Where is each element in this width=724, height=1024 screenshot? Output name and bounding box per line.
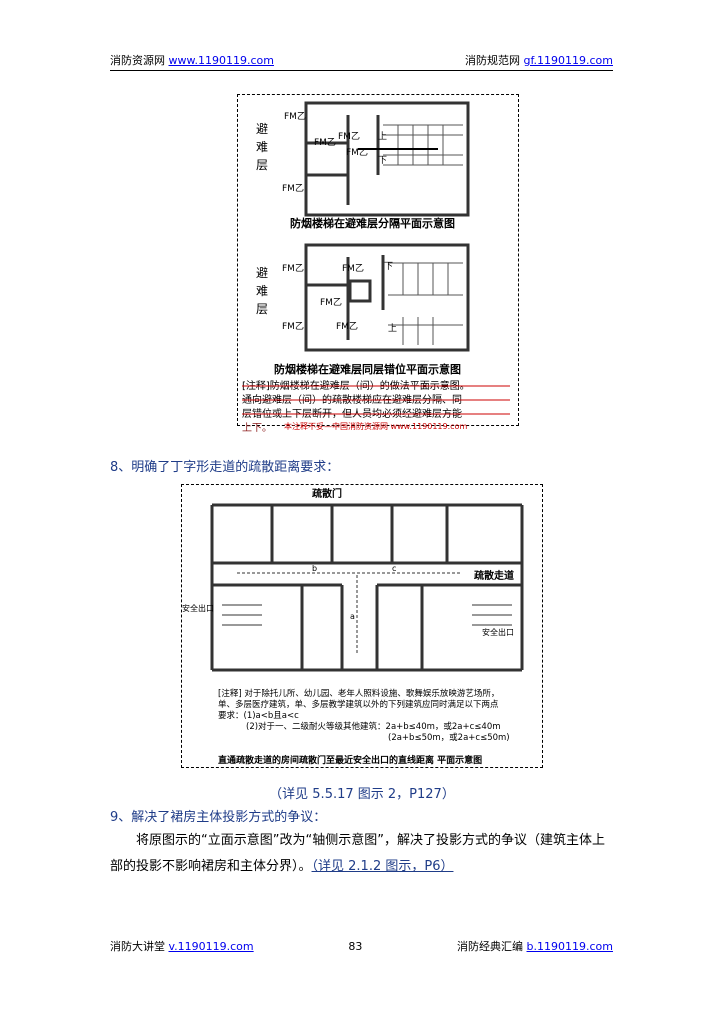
footer-right: 消防经典汇编 b.1190119.com <box>457 938 613 954</box>
t-corridor-drawing: 疏散门 疏散走道 安全出口 安全出口 a b c <box>182 487 524 672</box>
fig2-note-line-2: 单、多层医疗建筑，单、多层教学建筑以外的下列建筑应同时满足以下两点 <box>218 700 499 710</box>
footer-left: 消防大讲堂 v.1190119.com <box>110 938 254 954</box>
header-right-label: 消防规范网 <box>464 54 520 67</box>
refuge-floor-drawing: FM乙 FM乙 FM乙 FM乙 FM乙 上 下 避 难 层 防烟楼梯在避难层分隔… <box>242 101 510 420</box>
fig2-door-label: 疏散门 <box>312 487 342 500</box>
paragraph-text: 将原图示的“立面示意图”改为“轴侧示意图”，解决了投影方式的争议（建筑主体上部的… <box>110 833 605 874</box>
fig1-caption-top: 防烟楼梯在避难层分隔平面示意图 <box>290 216 455 230</box>
fig1-side-2a: 避 <box>256 266 268 280</box>
fig1-door-1: FM乙 <box>284 111 306 122</box>
fig1-door-10: FM乙 <box>336 321 358 332</box>
fig1-side-2b: 难 <box>256 284 268 298</box>
fig1-side-1b: 难 <box>256 140 268 154</box>
body-paragraph: 将原图示的“立面示意图”改为“轴侧示意图”，解决了投影方式的争议（建筑主体上部的… <box>110 828 616 880</box>
header-right-link[interactable]: gf.1190119.com <box>523 54 613 67</box>
paragraph-link[interactable]: （详见 2.1.2 图示，P6） <box>311 859 454 874</box>
section-8-heading: 8、明确了丁字形走道的疏散距离要求： <box>110 460 340 475</box>
fig2-note-line-4: (2)对于一、二级耐火等级其他建筑：2a+b≤40m，或2a+c≤40m <box>246 722 501 732</box>
fig2-dim-a: a <box>350 612 355 621</box>
reference-link[interactable]: （详见 5.5.17 图示 2，P127） <box>269 787 455 802</box>
fig1-watermark: 本注释不妥—中国消防资源网 www.1190119.com <box>284 422 468 431</box>
fig1-caption-bottom: 防烟楼梯在避难层同层错位平面示意图 <box>274 362 461 376</box>
fig2-caption: 直通疏散走道的房间疏散门至最近安全出口的直线距离 平面示意图 <box>218 756 483 766</box>
fig2-note: [注释] 对于除托儿所、幼儿园、老年人照料设施、歌舞娱乐放映游艺场所， 单、多层… <box>218 689 538 744</box>
page-number: 83 <box>348 939 363 953</box>
header-left-label: 消防资源网 <box>110 54 165 67</box>
fig1-door-2: FM乙 <box>314 137 336 148</box>
fig1-door-4: FM乙 <box>346 147 368 158</box>
fig2-corridor-label: 疏散走道 <box>474 569 514 582</box>
section-9-heading: 9、解决了裙房主体投影方式的争议： <box>110 810 327 825</box>
fig1-up-label-2: 上 <box>388 323 397 334</box>
fig1-down-label-2: 下 <box>384 262 393 272</box>
fig1-side-2c: 层 <box>256 302 268 316</box>
footer-right-label: 消防经典汇编 <box>457 940 524 953</box>
header-right: 消防规范网 gf.1190119.com <box>465 52 613 68</box>
fig2-note-line-1: [注释] 对于除托儿所、幼儿园、老年人照料设施、歌舞娱乐放映游艺场所， <box>218 689 500 699</box>
figure-t-corridor: 疏散门 疏散走道 安全出口 安全出口 a b c [注释] 对于除托儿所、幼儿园… <box>181 484 543 768</box>
header-left-link[interactable]: www.1190119.com <box>168 54 274 67</box>
fig1-door-3: FM乙 <box>338 131 360 142</box>
figure-refuge-floor-plans: FM乙 FM乙 FM乙 FM乙 FM乙 上 下 避 难 层 防烟楼梯在避难层分隔… <box>237 94 519 434</box>
fig1-door-9: FM乙 <box>282 321 304 332</box>
footer-left-label: 消防大讲堂 <box>110 940 165 953</box>
fig1-door-7: FM乙 <box>342 263 364 274</box>
footer-left-link[interactable]: v.1190119.com <box>168 940 254 953</box>
page-header: 消防资源网 www.1190119.com 消防规范网 gf.1190119.c… <box>110 52 613 71</box>
fig2-note-line-5: (2a+b≤50m，或2a+c≤50m) <box>388 733 510 743</box>
fig1-door-6: FM乙 <box>282 263 304 274</box>
page-footer: 消防大讲堂 v.1190119.com 83 消防经典汇编 b.1190119.… <box>110 938 613 954</box>
fig2-note-line-3: 要求：(1)a<b且a<c <box>218 711 299 721</box>
fig1-door-5: FM乙 <box>282 183 304 194</box>
fig2-exit-left: 安全出口 <box>182 603 214 613</box>
fig1-note-line-4: 上下。 <box>242 423 272 434</box>
fig1-down-label: 下 <box>378 156 387 166</box>
fig2-exit-right: 安全出口 <box>482 627 514 637</box>
fig1-side-1c: 层 <box>256 158 268 172</box>
fig2-dim-c: c <box>392 564 396 573</box>
footer-right-link[interactable]: b.1190119.com <box>526 940 613 953</box>
fig1-side-1a: 避 <box>256 122 268 136</box>
fig1-door-8: FM乙 <box>320 297 342 308</box>
fig2-dim-b: b <box>312 564 317 573</box>
fig1-up-label: 上 <box>378 131 387 142</box>
header-left: 消防资源网 www.1190119.com <box>110 52 274 68</box>
